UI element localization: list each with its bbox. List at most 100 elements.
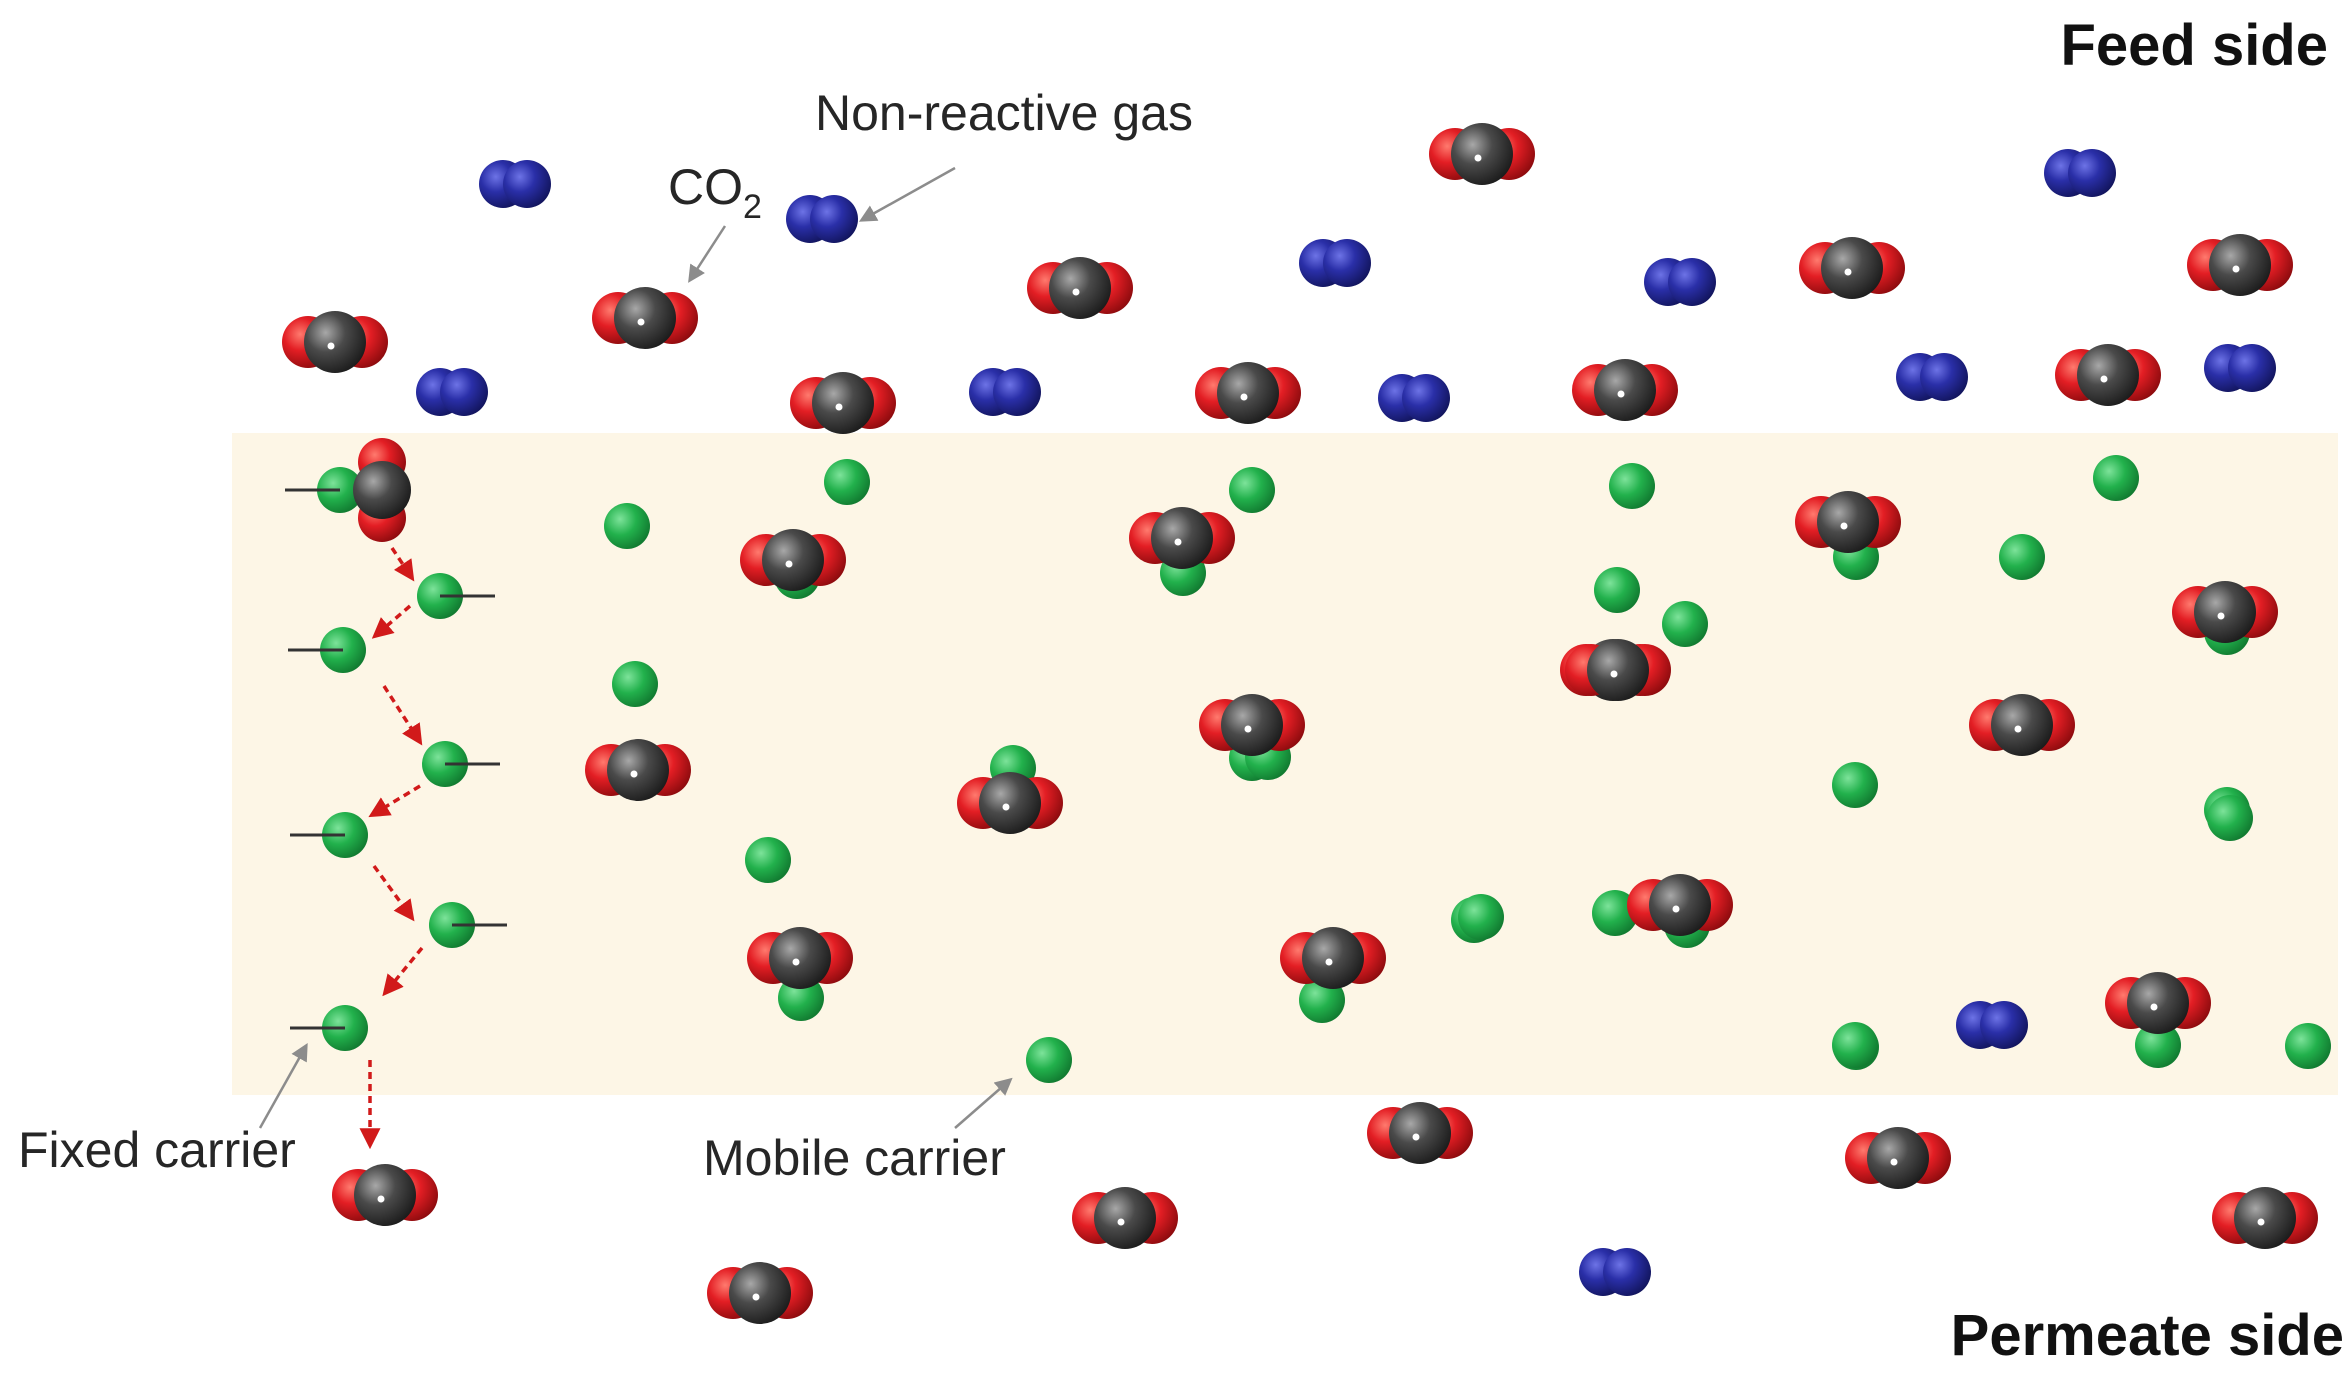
carbon-highlight [1412, 1133, 1420, 1141]
carbon-highlight [1890, 1158, 1898, 1166]
co2-label-subscript: 2 [743, 188, 762, 226]
co2-molecule [1027, 257, 1133, 319]
carbon-highlight [1240, 393, 1248, 401]
co2-molecule [1565, 639, 1671, 701]
co2-molecule [707, 1262, 813, 1324]
carbon-atom [2077, 344, 2139, 406]
carbon-highlight [630, 770, 638, 778]
mobile-carrier-label: Mobile carrier [703, 1130, 1006, 1186]
nitrogen-atom [1668, 258, 1716, 306]
carbon-atom [1451, 123, 1513, 185]
feed-side-label: Feed side [2060, 13, 2328, 78]
mobile-carrier [745, 837, 791, 883]
co2-molecule [585, 739, 691, 801]
mobile-carrier [1832, 1022, 1878, 1068]
co2-molecule [1072, 1187, 1178, 1249]
carbon-atom [979, 772, 1041, 834]
carbon-atom [2209, 234, 2271, 296]
carbon-atom [729, 1262, 791, 1324]
carbon-highlight [785, 560, 793, 568]
carbon-atom [1221, 694, 1283, 756]
nitrogen-atom [2228, 344, 2276, 392]
n2-molecule [1299, 239, 1371, 287]
co2-label-main: CO [668, 159, 743, 215]
carbon-atom [354, 1164, 416, 1226]
carbon-highlight [1610, 670, 1618, 678]
fixed-carrier-bonds [285, 488, 507, 1030]
co2-molecule [1367, 1102, 1473, 1164]
carbon-highlight [377, 1195, 385, 1203]
carbon-atom [762, 529, 824, 591]
n2-molecule [969, 368, 1041, 416]
co2-pointer-arrow [688, 225, 727, 283]
co2-molecule [1627, 874, 1733, 936]
co2-molecule [1795, 491, 1901, 553]
carbon-highlight [2217, 612, 2225, 620]
nitrogen-atom [1980, 1001, 2028, 1049]
nitrogen-atom [1920, 353, 1968, 401]
carbon-highlight [2100, 375, 2108, 383]
mobile-carrier [1594, 567, 1640, 613]
carbon-atom [1389, 1102, 1451, 1164]
hopping-arrows [359, 547, 424, 1150]
co2-label: CO2 [668, 159, 762, 226]
n2-molecule [2044, 149, 2116, 197]
co2-molecule [282, 311, 388, 373]
carrier-group [317, 455, 2331, 1083]
co2-molecule [790, 372, 896, 434]
carbon-atom [353, 461, 411, 519]
mobile-carrier [604, 503, 650, 549]
carbon-highlight [1117, 1218, 1125, 1226]
nitrogen-atom [810, 195, 858, 243]
carbon-atom [812, 372, 874, 434]
nitrogen-atom [1323, 239, 1371, 287]
co2-molecule [2105, 972, 2211, 1034]
n2-molecule [786, 195, 858, 243]
co2-molecule [2055, 344, 2161, 406]
co2-molecule [1280, 927, 1386, 989]
n2-molecule [479, 160, 551, 208]
mobile-carrier [2285, 1023, 2331, 1069]
mobile-carrier [1832, 762, 1878, 808]
co2-molecule [2172, 581, 2278, 643]
nitrogen-atom [440, 368, 488, 416]
carbon-atom [607, 739, 669, 801]
co2-molecule [353, 438, 411, 542]
carbon-highlight [1474, 154, 1482, 162]
carbon-highlight [835, 403, 843, 411]
mobile-carrier [612, 661, 658, 707]
carbon-highlight [1002, 803, 1010, 811]
carbon-atom [1817, 491, 1879, 553]
carbon-atom [1302, 927, 1364, 989]
co2-molecule [1845, 1127, 1951, 1189]
carbon-atom [2127, 972, 2189, 1034]
co2-molecule [2212, 1187, 2318, 1249]
co2-molecule [1572, 359, 1678, 421]
hop-arrow-4 [368, 784, 421, 818]
co2-molecule [1429, 123, 1535, 185]
carbon-highlight [1325, 958, 1333, 966]
carbon-highlight [2257, 1218, 2265, 1226]
co2-molecule [2187, 234, 2293, 296]
carbon-atom [2194, 581, 2256, 643]
mobile-carrier [1592, 890, 1638, 936]
mobile-carrier [1026, 1037, 1072, 1083]
n2-molecule [1896, 353, 1968, 401]
mobile-carrier [2135, 1022, 2181, 1068]
carbon-atom [304, 311, 366, 373]
mobile-carrier [2093, 455, 2139, 501]
hop-arrow-2 [371, 604, 412, 639]
carbon-atom [1151, 507, 1213, 569]
carbon-highlight [2014, 725, 2022, 733]
carbon-atom [2234, 1187, 2296, 1249]
mobile-carrier [1609, 463, 1655, 509]
carbon-atom [1094, 1187, 1156, 1249]
fixed-carrier-label: Fixed carrier [18, 1122, 296, 1178]
carbon-highlight [1840, 522, 1848, 530]
carbon-highlight [637, 318, 645, 326]
carbon-highlight [1672, 905, 1680, 913]
n2-molecule [1579, 1248, 1651, 1296]
carbon-atom [1991, 694, 2053, 756]
mobile-carrier-pointer-arrow [954, 1077, 1013, 1129]
nitrogen-atom [503, 160, 551, 208]
